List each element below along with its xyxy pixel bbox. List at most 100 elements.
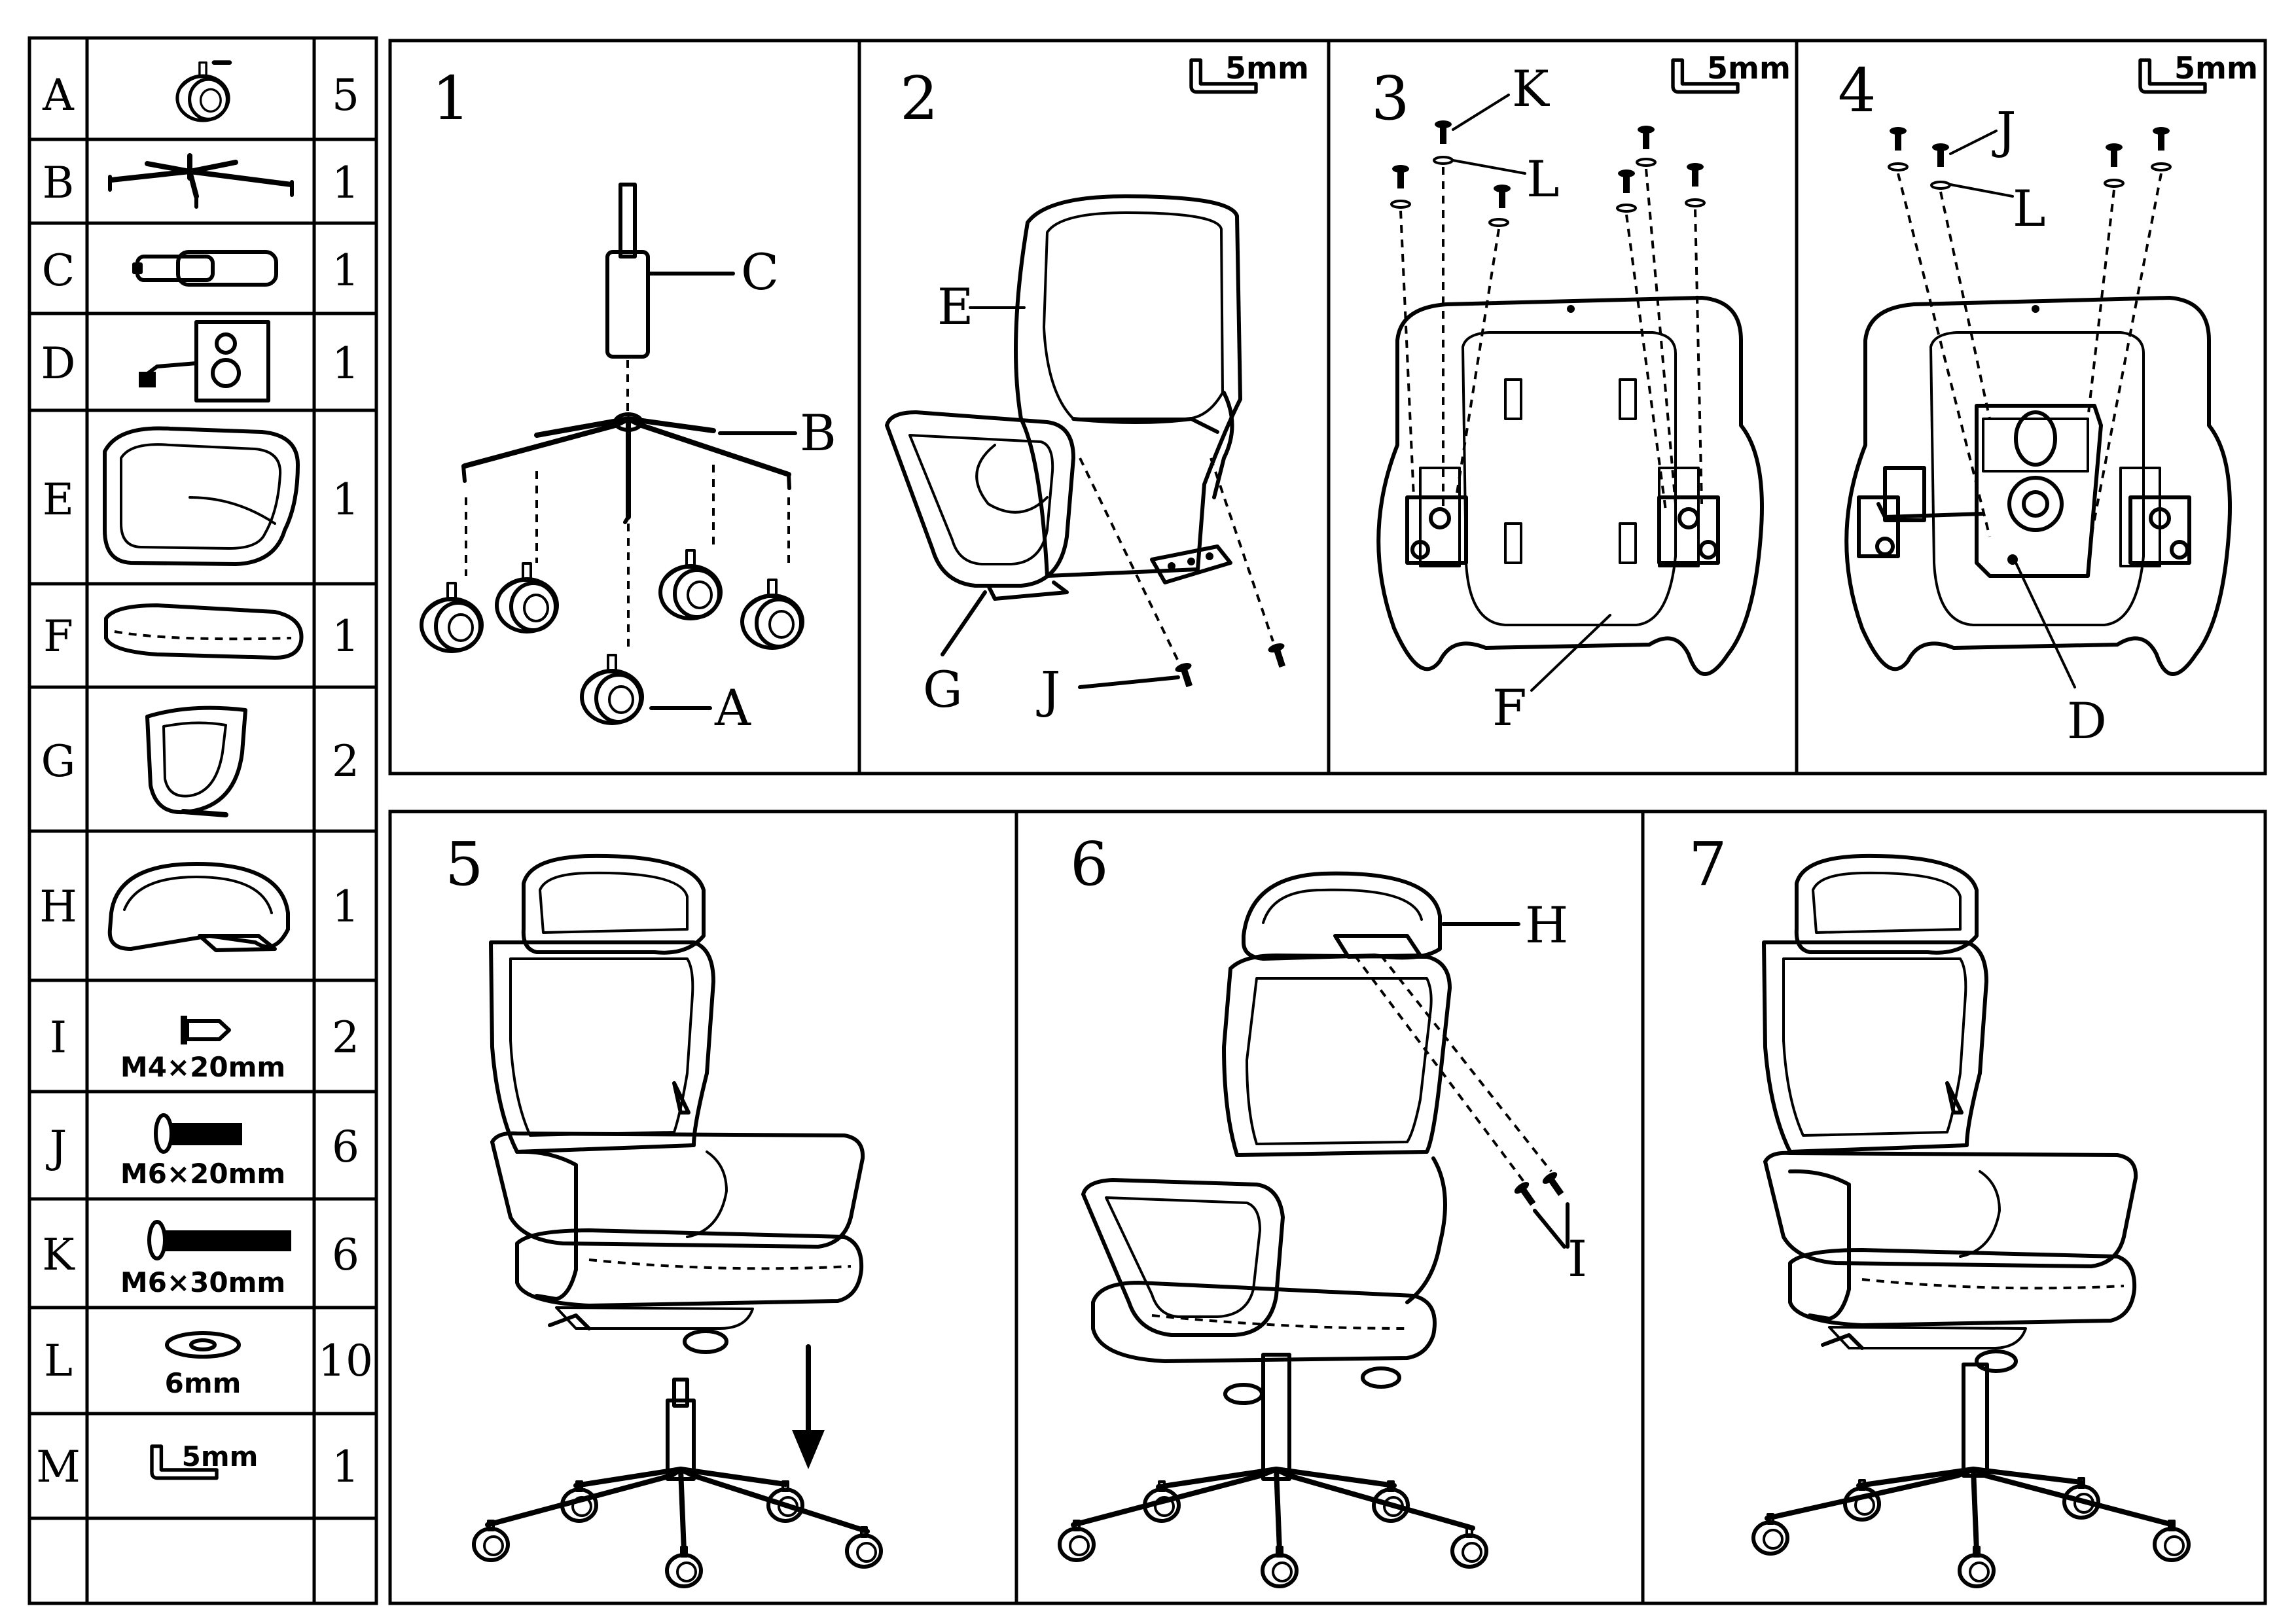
part-qty-m: 1 bbox=[332, 1442, 359, 1492]
step-4-tool-label: 5mm bbox=[2174, 50, 2258, 86]
assembled-chair-illustration bbox=[1753, 853, 2189, 1586]
headrest-icon bbox=[107, 862, 290, 952]
part-letter-h: H bbox=[39, 882, 77, 932]
part-qty-j: 6 bbox=[332, 1122, 359, 1172]
part-letter-e: E bbox=[43, 474, 74, 525]
caster-wheel-3 bbox=[660, 550, 721, 618]
armrest-icon bbox=[145, 705, 247, 817]
step-1-number: 1 bbox=[432, 63, 471, 134]
step-4-callout-j: J bbox=[1992, 101, 2016, 159]
step-2-callout-g: G bbox=[923, 660, 963, 719]
gas-lift-illustration bbox=[605, 183, 650, 359]
caster-wheel-4 bbox=[742, 580, 802, 648]
step-1-panel: 1 C B A bbox=[422, 63, 836, 737]
part-qty-h: 1 bbox=[332, 882, 359, 932]
step-4-number: 4 bbox=[1838, 56, 1876, 126]
star-base-icon bbox=[108, 153, 294, 209]
part-qty-c: 1 bbox=[332, 245, 359, 296]
caster-6d bbox=[1452, 1527, 1486, 1567]
part-qty-b: 1 bbox=[332, 158, 359, 208]
parts-table-frame bbox=[27, 36, 378, 1605]
bolt-j-step4-1 bbox=[1890, 127, 1907, 151]
part-qty-a: 5 bbox=[332, 70, 359, 120]
step-2-number: 2 bbox=[900, 63, 939, 134]
part-qty-i: 2 bbox=[332, 1012, 359, 1063]
caster-7e bbox=[1960, 1547, 1994, 1586]
step-2-callout-e: E bbox=[937, 277, 973, 336]
bolt-long-icon bbox=[147, 1220, 291, 1260]
caster-5a bbox=[474, 1521, 508, 1560]
part-spec-j: M6×20mm bbox=[120, 1158, 285, 1190]
backrest-icon bbox=[103, 426, 300, 566]
caster-7a bbox=[1753, 1514, 1787, 1554]
bolt-k-step3-1 bbox=[1435, 120, 1452, 144]
step-5-panel: 5 bbox=[445, 829, 881, 1586]
seat-underside-illustration bbox=[1376, 296, 1764, 676]
part-letter-i: I bbox=[50, 1012, 67, 1063]
caster-6e bbox=[1263, 1547, 1297, 1586]
part-letter-k: K bbox=[42, 1230, 75, 1280]
seat-cushion-icon bbox=[104, 603, 304, 660]
part-letter-d: D bbox=[41, 338, 76, 389]
bolt-j-step4-3 bbox=[2106, 143, 2123, 167]
bolt-j-step4-2 bbox=[1932, 143, 1949, 167]
step-4-callout-l: L bbox=[2013, 179, 2045, 238]
chair-without-base-illustration bbox=[489, 853, 865, 1354]
wood-screw-i-1 bbox=[1512, 1179, 1540, 1209]
bolt-k-step3-4 bbox=[1638, 126, 1655, 149]
step-1-callout-c: C bbox=[741, 243, 779, 301]
step-3-callout-k: K bbox=[1512, 60, 1550, 118]
caster-wheel-5 bbox=[582, 655, 642, 723]
step-2-panel: 2 5mm E G J bbox=[885, 50, 1309, 719]
bolt-k-step3-5 bbox=[1687, 163, 1704, 187]
tilt-mechanism-icon bbox=[139, 320, 270, 402]
wood-screw-i-2 bbox=[1540, 1169, 1568, 1200]
caster-wheel-icon bbox=[177, 60, 232, 120]
part-spec-m: 5mm bbox=[182, 1440, 259, 1472]
part-qty-d: 1 bbox=[332, 338, 359, 389]
step-6-panel: 6 bbox=[1060, 829, 1587, 1586]
star-base-illustration bbox=[461, 412, 791, 524]
bolt-j-step2-b bbox=[1266, 641, 1291, 669]
caster-7d bbox=[2155, 1521, 2189, 1560]
bottom-steps-frame bbox=[388, 810, 2267, 1605]
step-2-callout-j: J bbox=[1036, 660, 1060, 719]
part-qty-k: 6 bbox=[332, 1230, 359, 1280]
step-1-callout-b: B bbox=[800, 404, 836, 462]
part-letter-g: G bbox=[41, 736, 76, 787]
step-3-callout-f: F bbox=[1492, 679, 1527, 737]
part-letter-l: L bbox=[44, 1336, 73, 1386]
part-spec-i: M4×20mm bbox=[120, 1051, 285, 1083]
step-4-panel: 4 5mm bbox=[1838, 50, 2258, 750]
parts-table: A B C D E F G H I J K L M 5 1 1 1 1 1 2 … bbox=[27, 36, 378, 1605]
caster-5d bbox=[847, 1527, 881, 1567]
caster-6a bbox=[1060, 1521, 1094, 1560]
part-qty-g: 2 bbox=[332, 736, 359, 787]
bolt-k-step3-3 bbox=[1494, 185, 1511, 208]
part-letter-b: B bbox=[43, 158, 75, 208]
step-3-panel: 3 5mm bbox=[1371, 50, 1791, 737]
washer-icon bbox=[165, 1331, 241, 1359]
bolt-j-step4-4 bbox=[2153, 127, 2170, 151]
step-6-callout-h: H bbox=[1525, 896, 1568, 954]
backrest-illustration bbox=[1014, 194, 1242, 578]
step-3-callout-l: L bbox=[1526, 150, 1559, 208]
wood-screw-icon bbox=[181, 1016, 231, 1044]
part-spec-k: M6×30mm bbox=[120, 1266, 285, 1298]
gas-lift-icon bbox=[132, 250, 278, 287]
step-6-number: 6 bbox=[1070, 829, 1109, 899]
part-letter-m: M bbox=[36, 1442, 81, 1492]
bolt-k-step3-6 bbox=[1618, 169, 1635, 193]
mounting-bracket bbox=[1150, 544, 1232, 584]
part-letter-f: F bbox=[43, 611, 73, 662]
part-letter-c: C bbox=[42, 245, 75, 296]
base-with-gas-lift-illustration bbox=[474, 1378, 881, 1586]
bolt-short-icon bbox=[154, 1113, 242, 1154]
chair-with-headrest-illustration bbox=[1060, 871, 1486, 1586]
part-letter-j: J bbox=[46, 1122, 67, 1172]
step-6-callout-i: I bbox=[1568, 1230, 1587, 1288]
step-7-number: 7 bbox=[1689, 829, 1727, 899]
step-4-callout-d: D bbox=[2067, 692, 2107, 750]
step-7-panel: 7 bbox=[1689, 829, 2189, 1586]
